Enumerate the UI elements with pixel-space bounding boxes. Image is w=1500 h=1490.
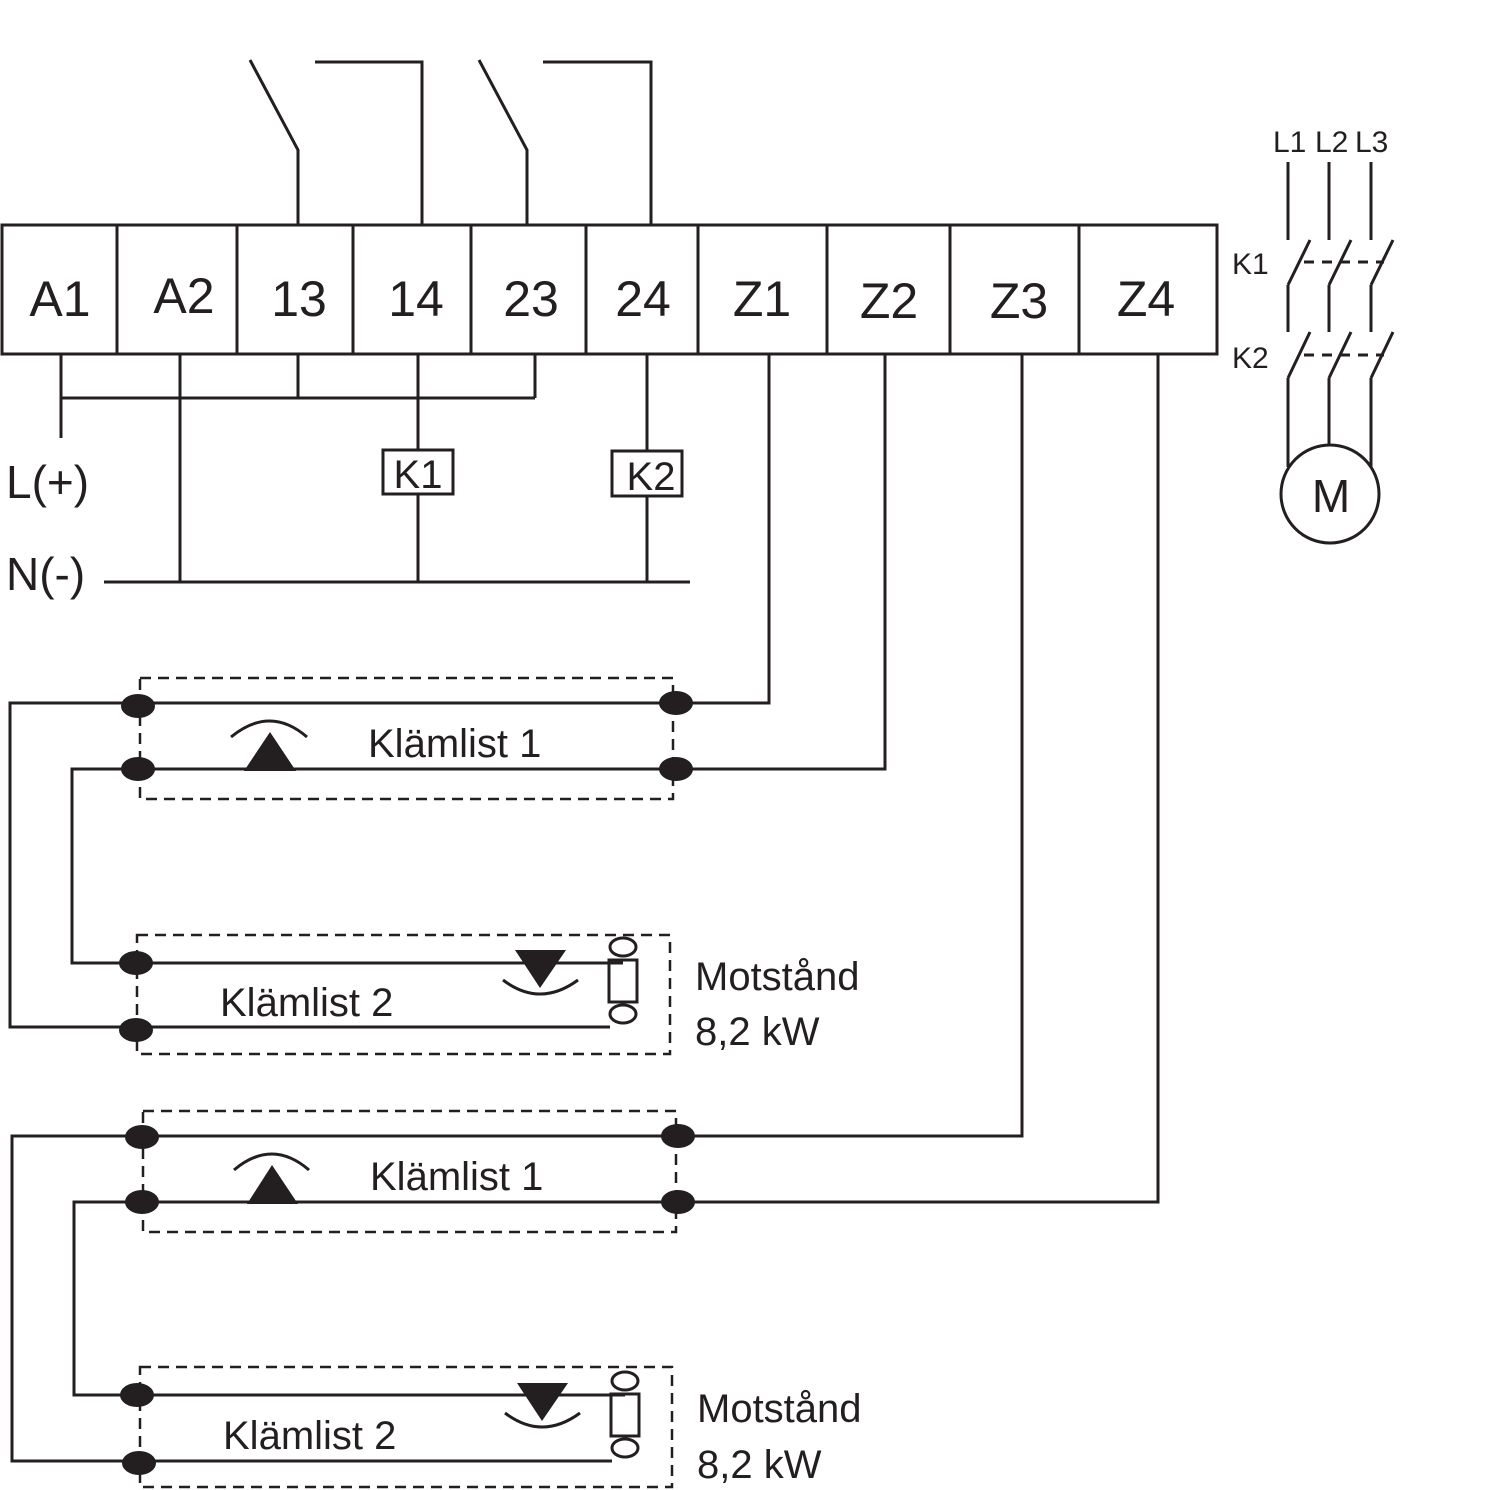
relay-contacts	[248, 59, 653, 225]
strip-1-label: Klämlist 1	[368, 722, 541, 766]
terminal-block: A1 A2 13 14 23 24 Z1 Z2 Z3 Z4	[0, 223, 1219, 356]
strip-group-1: Klämlist 1 Klämlist 2 Motstånd 8,2 kW	[8, 676, 860, 1056]
phase-l3-label: L3	[1355, 126, 1388, 159]
supply-neutral-label: N(-)	[6, 548, 85, 600]
strip-group-2: Klämlist 1 Klämlist 2 Motstånd 8,2 kW	[10, 1109, 862, 1489]
resistor-value: 8,2 kW	[697, 1443, 822, 1487]
terminal-label-a2: A2	[153, 268, 214, 324]
strip-1-label: Klämlist 1	[370, 1155, 543, 1199]
coil-k2	[610, 449, 684, 498]
terminal-label-z2: Z2	[860, 273, 918, 329]
terminal-label-z4: Z4	[1117, 271, 1175, 327]
strip-2-label: Klämlist 2	[223, 1414, 396, 1458]
motor-circuit: L1 L2 L3 K1 K2 M	[1232, 126, 1395, 545]
strip-2-label: Klämlist 2	[220, 981, 393, 1025]
coil-k1-label: K1	[394, 453, 443, 497]
contactor-k2-label: K2	[1232, 342, 1269, 375]
terminal-label-13: 13	[271, 271, 327, 327]
coil-k2-label: K2	[627, 455, 676, 499]
terminal-label-a1: A1	[29, 271, 90, 327]
resistor-2-icon	[609, 1392, 641, 1438]
terminal-label-14: 14	[388, 271, 444, 327]
motor-symbol	[1279, 443, 1381, 545]
resistor-2-top-icon	[610, 1370, 640, 1392]
motor-label: M	[1312, 470, 1350, 522]
terminal-label-z1: Z1	[733, 271, 791, 327]
resistor-title: Motstånd	[697, 1387, 862, 1431]
supply-wiring: K1 K2 L(+) N(-)	[6, 354, 690, 600]
terminal-label-z3: Z3	[990, 273, 1048, 329]
terminal-label-24: 24	[615, 271, 671, 327]
phase-l1-label: L1	[1273, 126, 1306, 159]
resistor-1-top-icon	[608, 936, 638, 958]
z-wiring	[676, 354, 1160, 1204]
resistor-1-icon	[607, 958, 639, 1004]
resistor-value: 8,2 kW	[695, 1010, 820, 1054]
terminal-label-23: 23	[503, 271, 559, 327]
coil-k1	[381, 448, 455, 496]
resistor-title: Motstånd	[695, 955, 860, 999]
contactor-k1-label: K1	[1232, 248, 1269, 281]
supply-live-label: L(+)	[6, 456, 89, 508]
phase-l2-label: L2	[1315, 126, 1348, 159]
